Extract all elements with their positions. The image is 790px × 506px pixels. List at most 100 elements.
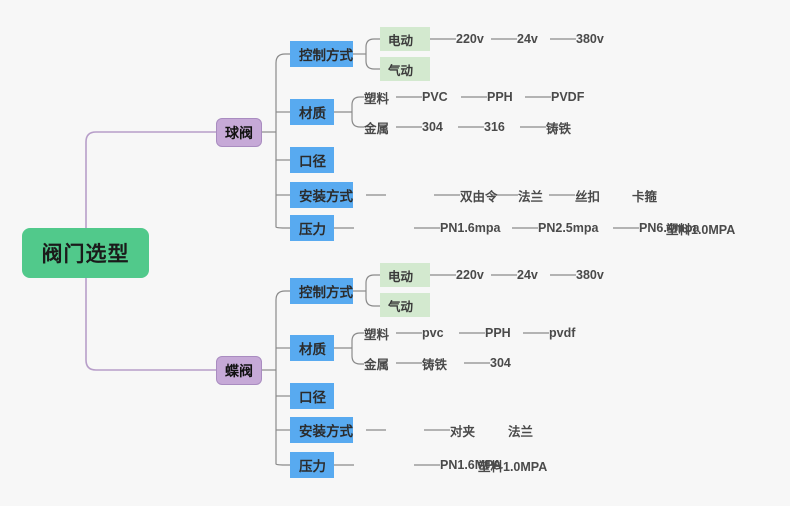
category-node-control-method[interactable]: 控制方式 <box>290 278 353 304</box>
branch-node-label: 蝶阀 <box>225 362 253 379</box>
leaf-node-label: PVDF <box>551 90 585 104</box>
category-node-installation[interactable]: 安装方式 <box>290 417 353 443</box>
sub-node-label: 电动 <box>388 269 414 284</box>
branch2-to-cat5 <box>275 463 290 466</box>
category-node-label: 口径 <box>299 154 326 169</box>
category-node-pressure[interactable]: 压力 <box>290 452 334 478</box>
category-node-label: 安装方式 <box>299 189 353 204</box>
root-node-label: 阀门选型 <box>41 243 130 266</box>
leaf-node-label: 双由令 <box>460 189 498 204</box>
category-node-pressure[interactable]: 压力 <box>290 215 334 241</box>
leaf-node[interactable]: 铸铁 <box>546 117 584 137</box>
leaf-node[interactable]: 丝扣 <box>575 185 609 205</box>
category-node-material[interactable]: 材质 <box>290 335 334 361</box>
category-node-label: 压力 <box>299 459 326 474</box>
sub-node-plastic[interactable]: 塑料 <box>364 87 398 107</box>
branch-node-butterfly-valve[interactable]: 蝶阀 <box>216 356 262 385</box>
leaf-node[interactable]: 304 <box>490 353 520 373</box>
leaf-node-label: 铸铁 <box>546 121 572 136</box>
sub-node-label: 金属 <box>364 121 390 136</box>
leaf-node-label: PPH <box>487 90 513 104</box>
leaf-node[interactable]: 塑料1.0MPA <box>666 218 758 238</box>
category-node-diameter[interactable]: 口径 <box>290 383 334 409</box>
leaf-node[interactable]: 24v <box>517 265 553 285</box>
leaf-node-label: 塑料1.0MPA <box>666 222 736 237</box>
sub-node-plastic[interactable]: 塑料 <box>364 323 398 343</box>
category-node-material[interactable]: 材质 <box>290 99 334 125</box>
leaf-node[interactable]: PVC <box>422 87 458 107</box>
leaf-node-label: 24v <box>517 32 538 46</box>
leaf-node[interactable]: 24v <box>517 29 553 49</box>
leaf-node[interactable]: pvdf <box>549 323 589 343</box>
b2-cat2-to-sub2 <box>351 355 364 365</box>
branch2-to-cat1 <box>275 290 290 301</box>
category-node-diameter[interactable]: 口径 <box>290 147 334 173</box>
leaf-node[interactable]: 铸铁 <box>422 353 460 373</box>
category-node-label: 压力 <box>299 222 326 237</box>
leaf-node-label: 塑料1.0MPA <box>478 459 548 474</box>
category-node-control-method[interactable]: 控制方式 <box>290 41 353 67</box>
leaf-node[interactable]: 双由令 <box>460 185 506 205</box>
sub-node-pneumatic[interactable]: 气动 <box>380 57 430 81</box>
leaf-node[interactable]: 316 <box>484 117 514 137</box>
leaf-node-label: PN2.5mpa <box>538 221 599 235</box>
sub-node-label: 气动 <box>388 299 414 314</box>
leaf-node[interactable]: 304 <box>422 117 452 137</box>
leaf-node-label: PN1.6MPA <box>440 458 502 472</box>
leaf-node[interactable]: 380v <box>576 29 616 49</box>
leaf-node-label: pvc <box>422 326 444 340</box>
sub-node-label: 塑料 <box>364 327 390 342</box>
leaf-node[interactable]: pvc <box>422 323 456 343</box>
sub-node-electric[interactable]: 电动 <box>380 27 430 51</box>
leaf-node[interactable]: PPH <box>487 87 523 107</box>
b2-cat2-to-sub1 <box>351 332 364 342</box>
leaf-node[interactable]: 220v <box>456 265 496 285</box>
leaf-node[interactable]: 卡箍 <box>632 185 666 205</box>
leaf-node-label: 24v <box>517 268 538 282</box>
category-node-label: 控制方式 <box>299 285 353 300</box>
sub-node-metal[interactable]: 金属 <box>364 353 398 373</box>
branch-node-ball-valve[interactable]: 球阀 <box>216 118 262 147</box>
sub-node-electric[interactable]: 电动 <box>380 263 430 287</box>
leaf-node[interactable]: PN2.5mpa <box>538 218 608 238</box>
sub-node-label: 电动 <box>388 33 414 48</box>
leaf-node[interactable]: 220v <box>456 29 496 49</box>
leaf-node-label: 丝扣 <box>575 189 601 204</box>
leaf-node-label: 220v <box>456 268 484 282</box>
leaf-node-label: 304 <box>422 120 443 134</box>
leaf-node[interactable]: PN1.6MPA <box>440 455 514 475</box>
leaf-node[interactable]: 法兰 <box>508 420 542 440</box>
b2-cat1-to-sub1 <box>365 274 380 284</box>
leaf-node[interactable]: PN1.6mpa <box>440 218 510 238</box>
leaf-node-label: 316 <box>484 120 505 134</box>
leaf-node-label: 铸铁 <box>422 357 448 372</box>
leaf-node[interactable]: 塑料1.0MPA <box>478 455 570 475</box>
sub-node-label: 金属 <box>364 357 390 372</box>
leaf-node[interactable]: PVDF <box>551 87 593 107</box>
leaf-node[interactable]: 对夹 <box>450 420 484 440</box>
category-node-label: 控制方式 <box>299 48 353 63</box>
sub-node-pneumatic[interactable]: 气动 <box>380 293 430 317</box>
leaf-node[interactable]: 380v <box>576 265 616 285</box>
leaf-node[interactable]: 法兰 <box>518 185 552 205</box>
leaf-node-label: 对夹 <box>450 424 476 439</box>
leaf-node-label: PPH <box>485 326 511 340</box>
leaf-node[interactable]: PPH <box>485 323 521 343</box>
branch1-to-cat1 <box>275 53 290 64</box>
b1-cat1-to-sub2 <box>365 60 380 70</box>
b2-cat1-to-sub2 <box>365 297 380 307</box>
leaf-node-label: 380v <box>576 32 604 46</box>
leaf-node-label: 304 <box>490 356 511 370</box>
root-node[interactable]: 阀门选型 <box>22 228 149 278</box>
category-node-label: 材质 <box>299 342 326 357</box>
category-node-label: 材质 <box>299 106 326 121</box>
leaf-node[interactable]: PN6.4mpa <box>639 218 709 238</box>
leaf-node-label: PN6.4mpa <box>639 221 700 235</box>
category-node-installation[interactable]: 安装方式 <box>290 182 353 208</box>
sub-node-label: 气动 <box>388 63 414 78</box>
category-node-label: 口径 <box>299 390 326 405</box>
leaf-node-label: 法兰 <box>518 189 544 204</box>
sub-node-metal[interactable]: 金属 <box>364 117 398 137</box>
leaf-node-label: 380v <box>576 268 604 282</box>
